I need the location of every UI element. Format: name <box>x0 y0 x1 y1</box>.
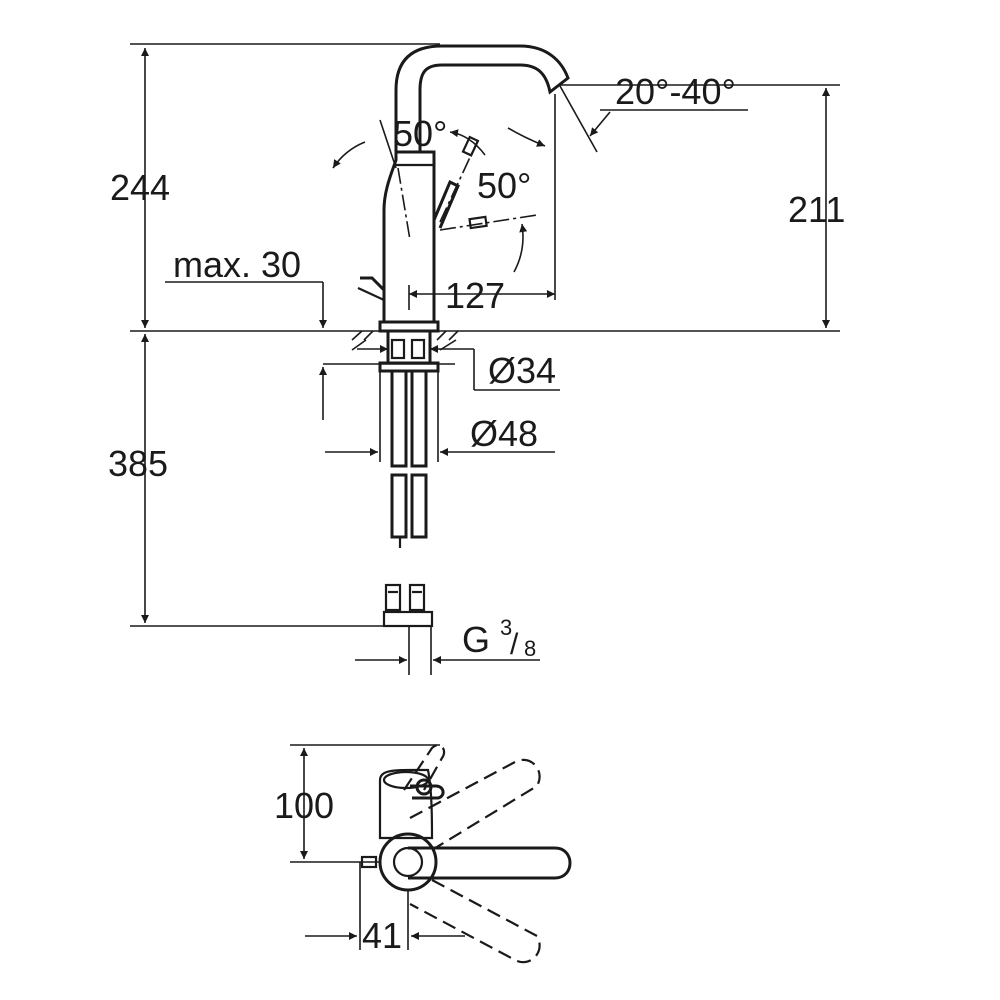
svg-text:3: 3 <box>500 615 512 640</box>
dim-connection-thread: G 3 / 8 <box>462 615 536 661</box>
spout <box>394 44 570 152</box>
dim-hole-max: Ø48 <box>470 413 538 454</box>
svg-text:/: / <box>510 628 519 661</box>
dim-spout-height: 211 <box>788 189 845 230</box>
dim-lever-offset: 41 <box>362 915 402 956</box>
faucet-side-view <box>130 44 840 628</box>
dim-lever-angle-right: 50° <box>477 165 531 206</box>
lever-top <box>408 846 572 880</box>
spout-top <box>378 832 438 892</box>
hose-fittings <box>382 583 434 628</box>
popup-rod <box>360 276 386 292</box>
dimension-lines <box>130 43 840 675</box>
lever <box>432 179 460 229</box>
svg-text:G: G <box>462 619 490 660</box>
dim-spout-reach: 127 <box>445 275 505 316</box>
dim-deck-thickness: max. 30 <box>173 244 301 285</box>
dim-hole-min: Ø34 <box>488 350 556 391</box>
svg-text:8: 8 <box>524 636 536 661</box>
supply-hose-left <box>390 369 408 468</box>
dim-lever-clearance: 100 <box>274 785 334 826</box>
dim-hose-length: 385 <box>108 443 168 484</box>
dim-lever-angle-left: 50° <box>393 113 447 154</box>
faucet-body <box>382 150 436 322</box>
supply-hose-right <box>410 369 428 468</box>
top-dimension-lines <box>290 744 465 950</box>
dim-total-height: 244 <box>110 167 170 208</box>
dim-spout-angle: 20°-40° <box>615 71 736 112</box>
